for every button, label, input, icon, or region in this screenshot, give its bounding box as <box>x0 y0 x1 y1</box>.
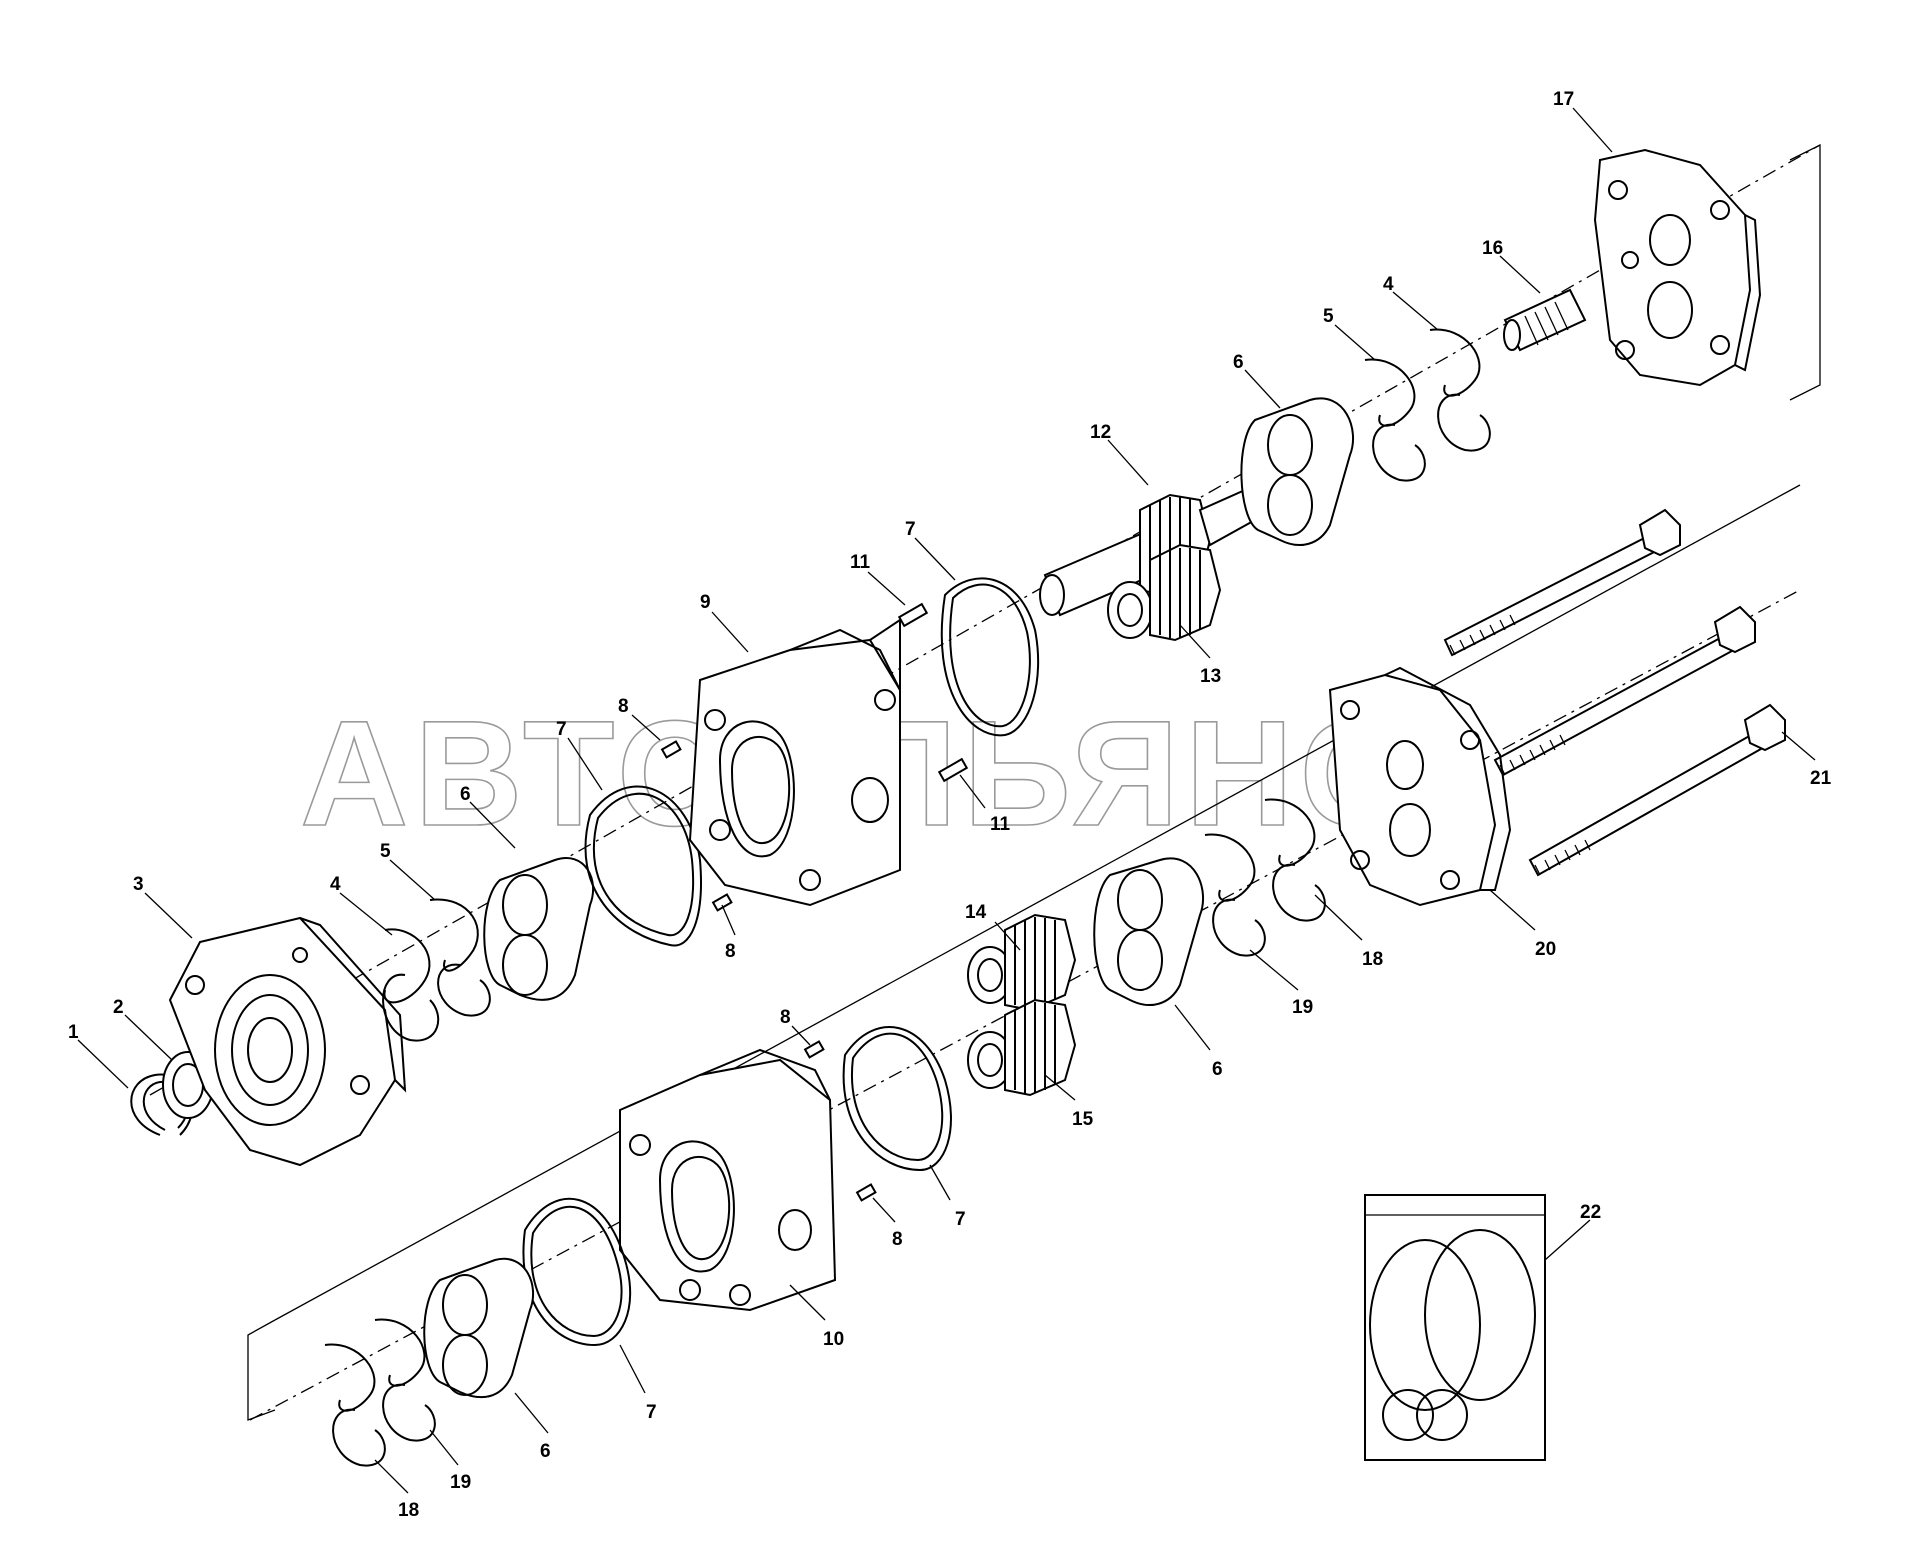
callout-8a: 8 <box>618 696 629 717</box>
part-14-gear <box>967 913 1077 1012</box>
part-7-gasket-a <box>584 785 702 947</box>
part-5-backup-ring-front <box>429 898 491 1017</box>
callout-6b: 6 <box>1233 352 1244 373</box>
callout-11b: 11 <box>990 814 1011 835</box>
part-6-bearing-block-d <box>423 1257 535 1399</box>
part-19-backup-ring-mid <box>1204 833 1266 957</box>
callout-1: 1 <box>68 1022 79 1043</box>
callout-7d: 7 <box>646 1402 657 1423</box>
callout-21: 21 <box>1810 768 1832 789</box>
callout-7c: 7 <box>955 1209 966 1230</box>
part-7-gasket-d <box>522 1197 632 1347</box>
callout-14: 14 <box>965 902 987 923</box>
callout-4a: 4 <box>330 874 341 895</box>
part-3-front-flange <box>168 916 407 1167</box>
callout-6d: 6 <box>540 1441 551 1462</box>
part-4-seal-ring-rear <box>1429 328 1491 452</box>
part-11-pins <box>897 602 969 783</box>
callout-19b: 19 <box>450 1472 471 1493</box>
callout-16: 16 <box>1482 238 1503 259</box>
callout-22: 22 <box>1580 1202 1601 1223</box>
part-16-splined-coupling <box>1503 288 1587 352</box>
callout-4b: 4 <box>1383 274 1394 295</box>
callout-20: 20 <box>1535 939 1556 960</box>
callout-2: 2 <box>113 997 124 1018</box>
part-7-gasket-c <box>842 1026 952 1172</box>
callout-3: 3 <box>133 874 144 895</box>
callout-18a: 18 <box>1362 949 1383 970</box>
part-19-backup-ring-lower <box>374 1318 436 1442</box>
callout-11a: 11 <box>850 552 871 573</box>
part-5-backup-ring-rear <box>1364 358 1426 482</box>
part-21-tie-bolts <box>1443 508 1786 877</box>
part-4-seal-ring-front <box>382 928 440 1042</box>
part-17-rear-cover <box>1593 148 1762 387</box>
part-6-bearing-block-a <box>483 857 595 1001</box>
part-22-seal-kit <box>1364 1194 1546 1461</box>
callout-15: 15 <box>1072 1109 1094 1130</box>
callout-5b: 5 <box>1323 306 1334 327</box>
callout-10: 10 <box>823 1329 844 1350</box>
part-7-gasket-b <box>940 577 1040 737</box>
part-10-pump-body-lower <box>619 1048 837 1312</box>
callout-7a: 7 <box>556 719 567 740</box>
part-20-rear-plate <box>1328 666 1512 907</box>
callout-labels: 1 2 3 4 5 6 7 8 8 9 11 7 11 12 13 6 5 4 … <box>68 89 1832 1521</box>
part-6-bearing-block-b <box>1240 397 1355 546</box>
callout-17: 17 <box>1553 89 1574 110</box>
callout-8b: 8 <box>725 941 736 962</box>
callout-13: 13 <box>1200 666 1221 687</box>
part-15-gear <box>967 998 1077 1097</box>
callout-6c: 6 <box>1212 1059 1223 1080</box>
callout-9: 9 <box>700 592 711 613</box>
part-8-dowel-pins <box>660 740 877 1202</box>
part-6-bearing-block-c <box>1093 857 1205 1006</box>
callout-19a: 19 <box>1292 997 1313 1018</box>
part-9-pump-body-upper <box>688 618 901 907</box>
callout-12: 12 <box>1090 422 1111 443</box>
part-13-driven-gear <box>1107 543 1222 642</box>
callout-8d: 8 <box>892 1229 903 1250</box>
leader-lines <box>77 107 1816 1494</box>
callout-5a: 5 <box>380 841 391 862</box>
callout-7b: 7 <box>905 519 916 540</box>
callout-6a: 6 <box>460 784 471 805</box>
part-18-seal-ring-mid <box>1264 798 1326 922</box>
callout-8c: 8 <box>780 1007 791 1028</box>
callout-18b: 18 <box>398 1500 419 1521</box>
part-18-seal-ring-lower <box>324 1343 386 1467</box>
